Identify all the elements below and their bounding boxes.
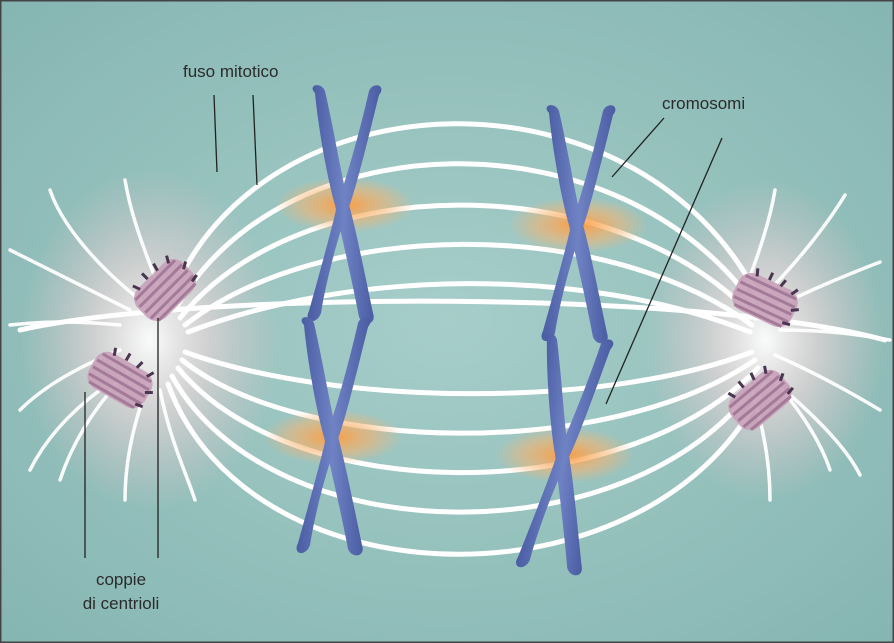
label-centrioles-line1: coppie (96, 570, 146, 589)
label-centrioles-line2: di centrioli (83, 594, 160, 613)
label-chromosomes: cromosomi (662, 94, 745, 113)
label-spindle: fuso mitotico (183, 62, 278, 81)
